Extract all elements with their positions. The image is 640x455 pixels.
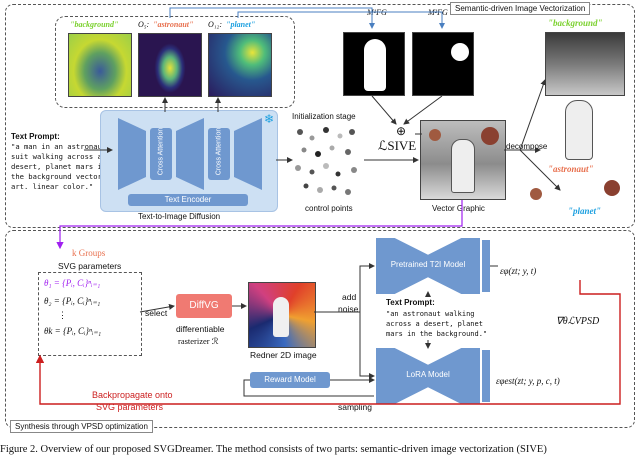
diffvg-sub-1: differentiable [176,324,225,334]
bottom-prompt-line-3: mars in the background." [386,330,488,338]
theta-line-k: θk = {Pᵢ, Cᵢ}ⁿᵢ₌₁ [44,326,102,336]
eps-lora-label: εφest(zt; y, p, c, t) [496,376,560,386]
bottom-prompt-line-1: "an astronaut walking [386,310,475,318]
part-label-astronaut: "astronaut" [548,164,594,174]
vg-astronaut [451,139,475,193]
attn-label-background: "background" [70,20,119,29]
theta-line-1: θ₁ = {Pᵢ, Cᵢ}ⁿᵢ₌₁ [44,278,101,288]
text-prompt-title: Text Prompt: [11,132,60,141]
bottom-prompt-title: Text Prompt: [386,298,435,307]
mask-astronaut [343,32,405,96]
diffusion-label: Text-to-Image Diffusion [138,212,221,221]
lora-model-label: LoRA Model [406,370,450,379]
attn-prefix-astronaut: O₅: [138,20,150,29]
part-image-planet-1 [604,180,620,196]
vector-graphic-image [420,120,506,200]
attention-map-astronaut [138,33,202,97]
cross-attention-block-1: Cross Attention [150,128,172,180]
control-points-plot [295,127,357,195]
init-stage-label: Initialization stage [292,112,356,121]
decompose-label: decompose [506,142,548,151]
sive-panel [5,4,635,228]
theta-vdots: ⋮ [58,310,67,320]
attn-label-astronaut: "astronaut" [153,20,194,29]
cross-attention-block-2: Cross Attention [208,128,230,180]
text-prompt-line-4: the background vector [11,172,102,181]
lora-output-bar [482,350,490,402]
unet-mid [176,118,204,190]
text-prompt-line-3: desert, planet mars in [11,162,107,171]
vector-graphic-label: Vector Graphic [432,204,485,213]
diffvg-block: DiffVG [176,294,232,318]
backprop-label-2: SVG parameters [96,402,164,412]
control-points-label: control points [305,204,353,213]
part-image-planet-2 [530,188,542,200]
mask-astronaut-shape [364,39,386,91]
part-image-background [545,32,625,96]
sive-panel-title: Semantic-driven Image Vectorization [450,2,591,15]
attn-label-planet: "planet" [226,20,256,29]
part-label-background: "background" [548,18,603,28]
text-encoder-block: Text Encoder [128,194,248,206]
svg-params-label: SVG parameters [58,261,122,271]
text-prompt-line-1: "a man in an astronaut [11,142,107,151]
render-astronaut [273,297,289,337]
top-connectors [84,7,561,191]
attention-map-planet [208,33,272,97]
vg-planet-small [429,129,441,141]
vg-planet [481,127,499,145]
attn-prefix-planet: O₁₂: [208,20,223,29]
reward-model-block: Reward Model [250,372,330,388]
snowflake-icon: ❄ [264,112,275,126]
render-label: Redner 2D image [250,350,317,360]
loss-sive: ℒSIVE [378,138,417,153]
diffvg-sub-2: rasterizer ℛ [178,336,219,346]
sampling-label: sampling [338,402,373,412]
backprop-label-1: Backpropagate onto [92,390,173,400]
svg-params-box [38,272,142,356]
mask-planet [412,32,474,96]
attention-maps-group [55,16,295,108]
eps-phi-label: εφ(zt; y, t) [500,266,537,276]
k-groups-label: k Groups [72,248,106,258]
add-noise-1: add [342,292,357,302]
vpsd-panel-title: Synthesis through VPSD optimization [10,420,153,433]
pretrained-output-bar [482,240,490,292]
render-2d-image [248,282,316,348]
bottom-prompt-line-2: across a desert, planet [386,320,483,328]
text-prompt-line-2: suit walking across a [11,152,102,161]
unet-decoder-right [234,118,262,190]
oplus-symbol: ⊕ [396,124,407,138]
figure-caption: Figure 2. Overview of our proposed SVGDr… [0,444,547,455]
attention-map-background [68,33,132,97]
theta-line-2: θ₂ = {Pᵢ, Cᵢ}ⁿᵢ₌₁ [44,296,101,306]
part-label-planet: "planet" [568,206,601,216]
mask-planet-shape [451,43,469,61]
vpsd-panel [5,230,635,428]
select-label: select [145,308,168,318]
grad-vpsd-label: ∇θℒVPSD [556,316,600,327]
text-prompt-line-5: art. linear color." [11,182,94,191]
unet-encoder-left [118,118,146,190]
pretrained-model-label: Pretrained T2I Model [390,260,466,269]
add-noise-2: noise [338,304,359,314]
part-image-astronaut [565,100,593,160]
